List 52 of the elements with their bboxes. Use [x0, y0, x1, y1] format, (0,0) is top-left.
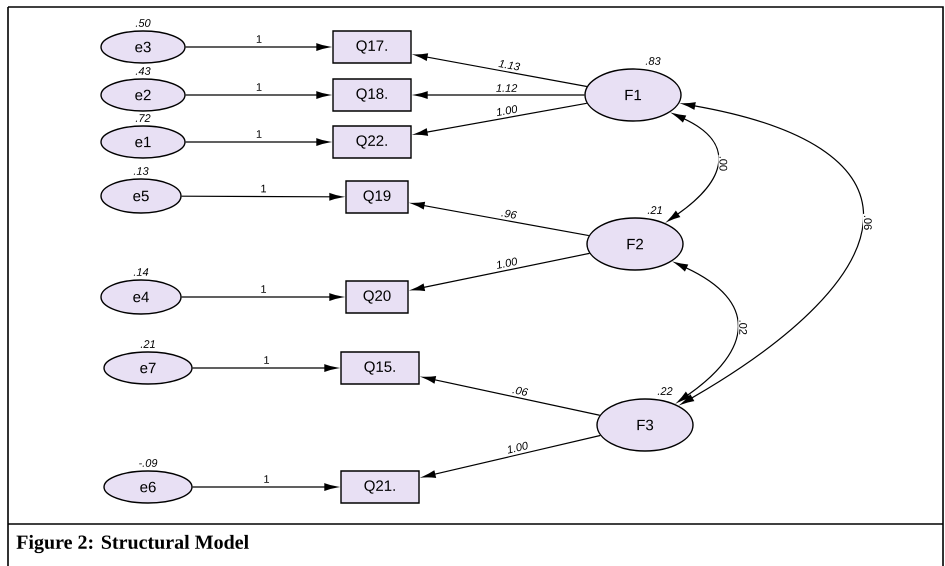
variance-label: .43: [136, 67, 151, 75]
path-arrow: [412, 202, 589, 236]
observed-variable-box: Q22.: [332, 125, 412, 159]
path-arrow: [186, 43, 330, 51]
edge-label: 1: [262, 355, 271, 365]
path-arrow: [182, 193, 342, 201]
path-arrow: [186, 138, 330, 146]
variance-label: .13: [134, 167, 149, 175]
edge-label: 1.12: [494, 83, 518, 93]
edge-label: .02: [738, 318, 748, 336]
edge-label: .06: [862, 214, 873, 232]
variance-label: .72: [136, 114, 150, 122]
observed-variable-box: Q15.: [340, 351, 420, 385]
edge-label: .96: [500, 207, 518, 220]
variance-label: .21: [140, 340, 155, 348]
observed-variable-box: Q17.: [332, 30, 412, 64]
edge-label: 1: [254, 129, 264, 139]
edge-label: 1.00: [494, 256, 520, 270]
observed-variable-box: Q19: [345, 180, 409, 214]
edge-label: 1: [259, 284, 268, 294]
edge-label: 1.13: [496, 58, 522, 72]
variance-label: .50: [136, 19, 151, 27]
path-arrow: [186, 91, 330, 99]
observed-variable-box: Q20: [345, 280, 409, 314]
path-arrow: [192, 483, 338, 491]
path-arrow: [422, 376, 600, 416]
edge-label: 1: [262, 474, 271, 484]
path-arrow: [414, 53, 587, 88]
edge-label: 1: [254, 34, 264, 44]
edge-label: 1.00: [494, 104, 520, 118]
edge-label: .00: [718, 154, 728, 172]
path-arrow: [414, 91, 584, 99]
variance-label: .21: [648, 206, 662, 214]
edge-label: 1: [259, 184, 268, 194]
variance-label: .83: [646, 57, 661, 65]
path-arrow: [414, 102, 587, 136]
path-arrow: [192, 364, 338, 372]
edge-label: 1.00: [504, 440, 530, 456]
covariance-arrow: [674, 262, 739, 402]
observed-variable-box: Q18.: [332, 78, 412, 112]
path-arrow: [412, 252, 590, 292]
variance-label: .22: [658, 387, 672, 395]
variance-label: .14: [134, 268, 148, 276]
figure-caption: Figure 2: Structural Model: [16, 534, 249, 554]
covariance-arrow: [667, 113, 720, 222]
path-arrow: [422, 434, 600, 478]
edge-label: .06: [510, 384, 530, 398]
path-arrow: [182, 293, 342, 301]
variance-label: -.09: [139, 459, 158, 467]
observed-variable-box: Q21.: [340, 470, 420, 504]
edge-label: 1: [254, 82, 264, 92]
covariance-arrow: [681, 102, 864, 404]
